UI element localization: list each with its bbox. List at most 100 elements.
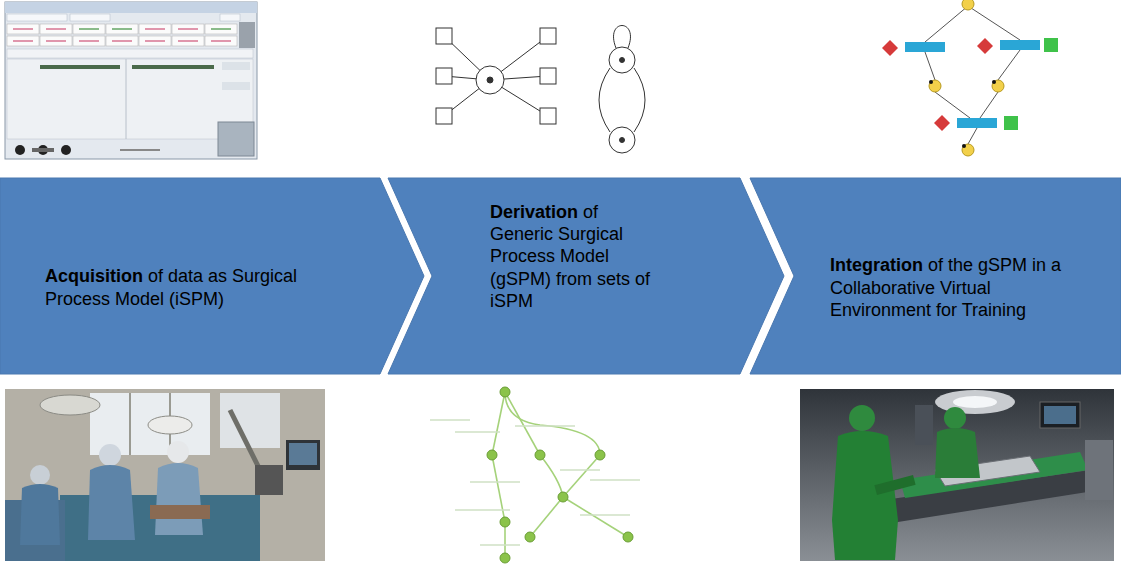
state-graph-part — [620, 138, 625, 143]
software-screenshot-part — [126, 59, 127, 139]
process-tree-part-part — [535, 450, 545, 460]
software-screenshot-part — [132, 65, 214, 69]
petri-net-part — [957, 118, 997, 128]
process-tree-part-part — [515, 425, 575, 427]
operating-room-photo-part — [155, 463, 203, 535]
software-screenshot-part — [218, 122, 254, 156]
petri-net-part-part — [968, 6, 1020, 40]
chevron-text: Acquisitionof data as Surgical Process M… — [45, 265, 317, 310]
software-screenshot-part-part — [13, 28, 33, 29]
operating-room-photo-part — [30, 465, 50, 485]
petri-net-part — [929, 80, 933, 84]
software-screenshot-part — [220, 14, 240, 21]
software-screenshot-part — [7, 59, 253, 139]
process-tree-part-part — [563, 455, 600, 497]
virtual-environment-render — [800, 389, 1114, 561]
process-tree-part-part — [595, 450, 605, 460]
state-graph-part — [436, 108, 452, 124]
operating-room-photo-part — [289, 443, 317, 465]
software-screenshot — [5, 2, 257, 159]
state-graph-part — [620, 58, 625, 63]
petri-net-part-part — [998, 50, 1020, 80]
petri-net-part — [1044, 38, 1058, 52]
operating-room-photo-part — [20, 484, 60, 545]
software-screenshot-part-part — [205, 24, 237, 34]
process-tree-part-part — [590, 479, 640, 481]
process-tree-part-part — [558, 492, 568, 502]
software-screenshot-part — [222, 82, 250, 90]
state-graph-part — [609, 47, 635, 73]
operating-room-photo-part — [99, 444, 121, 466]
software-screenshot-part-part — [205, 36, 237, 46]
state-graph-part — [614, 26, 631, 49]
process-tree-part — [430, 420, 640, 545]
software-screenshot-part-part — [178, 28, 198, 29]
petri-net-part — [929, 80, 941, 92]
chevron-fill — [0, 178, 424, 374]
software-screenshot-part — [61, 145, 71, 155]
state-graph-part — [436, 68, 452, 84]
operating-room-photo-part — [40, 395, 100, 415]
process-tree-part-part — [470, 481, 520, 483]
operating-room-photo-part — [129, 393, 131, 455]
petri-net-part — [977, 38, 993, 54]
operating-room-photo-part — [5, 389, 325, 561]
operating-room-photo-part — [286, 440, 320, 470]
petri-net-part — [962, 0, 974, 10]
state-graph-part — [436, 28, 452, 44]
virtual-environment-render-part — [1085, 440, 1113, 500]
software-screenshot-part — [5, 2, 257, 159]
software-screenshot-part-part — [40, 36, 72, 46]
virtual-environment-render-part — [874, 475, 915, 495]
petri-net-part — [992, 80, 1004, 92]
petri-net-part — [1004, 116, 1018, 130]
software-screenshot-part-part — [106, 24, 138, 34]
software-screenshot-part — [15, 145, 25, 155]
software-screenshot-part — [222, 62, 250, 70]
process-tree-part-part — [487, 450, 497, 460]
process-tree-part-part — [455, 431, 500, 433]
process-tree-part — [487, 387, 633, 563]
state-graph-part — [540, 68, 556, 84]
virtual-environment-render-part — [915, 405, 933, 445]
operating-room-photo-part — [148, 416, 192, 434]
software-screenshot-part-part — [139, 36, 171, 46]
software-screenshot-part — [239, 22, 255, 48]
virtual-environment-render-part — [849, 405, 875, 431]
software-screenshot-part-part — [46, 40, 66, 41]
state-graph — [436, 26, 645, 154]
process-tree-part-part — [492, 392, 505, 455]
chevron-text: Integrationof the gSPM in a Collaborativ… — [830, 254, 1062, 321]
petri-net-part — [962, 144, 966, 148]
virtual-environment-render-part — [953, 396, 997, 408]
operating-room-photo-part — [255, 465, 283, 495]
petri-net-part-part — [968, 128, 977, 144]
petri-net-part-part — [935, 92, 970, 118]
process-tree-part-part — [500, 387, 510, 397]
petri-net-part-part — [980, 92, 998, 118]
software-screenshot-part — [5, 2, 257, 13]
process-tree-part-part — [580, 514, 630, 516]
process-tree-part-part — [500, 553, 510, 563]
process-tree-part-part — [623, 532, 633, 542]
software-screenshot-part-part — [40, 24, 72, 34]
petri-net-part — [905, 42, 945, 52]
software-screenshot-part — [40, 65, 120, 69]
process-tree-part-part — [525, 532, 535, 542]
operating-room-photo-part — [220, 393, 280, 448]
software-screenshot-part — [7, 24, 237, 46]
process-tree-part-part — [492, 455, 505, 522]
petri-net-part — [934, 115, 950, 131]
virtual-environment-render-part — [935, 390, 1015, 414]
software-screenshot-part-part — [106, 36, 138, 46]
state-graph-part — [599, 68, 610, 132]
state-graph-part — [540, 108, 556, 124]
petri-net-part — [882, 40, 898, 56]
software-screenshot-part-part — [73, 24, 105, 34]
petri-net — [882, 0, 1058, 156]
virtual-environment-render-part — [832, 431, 898, 560]
process-tree-part-part — [455, 509, 510, 511]
state-graph-part — [634, 68, 645, 132]
petri-net-part — [1000, 40, 1040, 50]
process-tree — [430, 387, 640, 563]
